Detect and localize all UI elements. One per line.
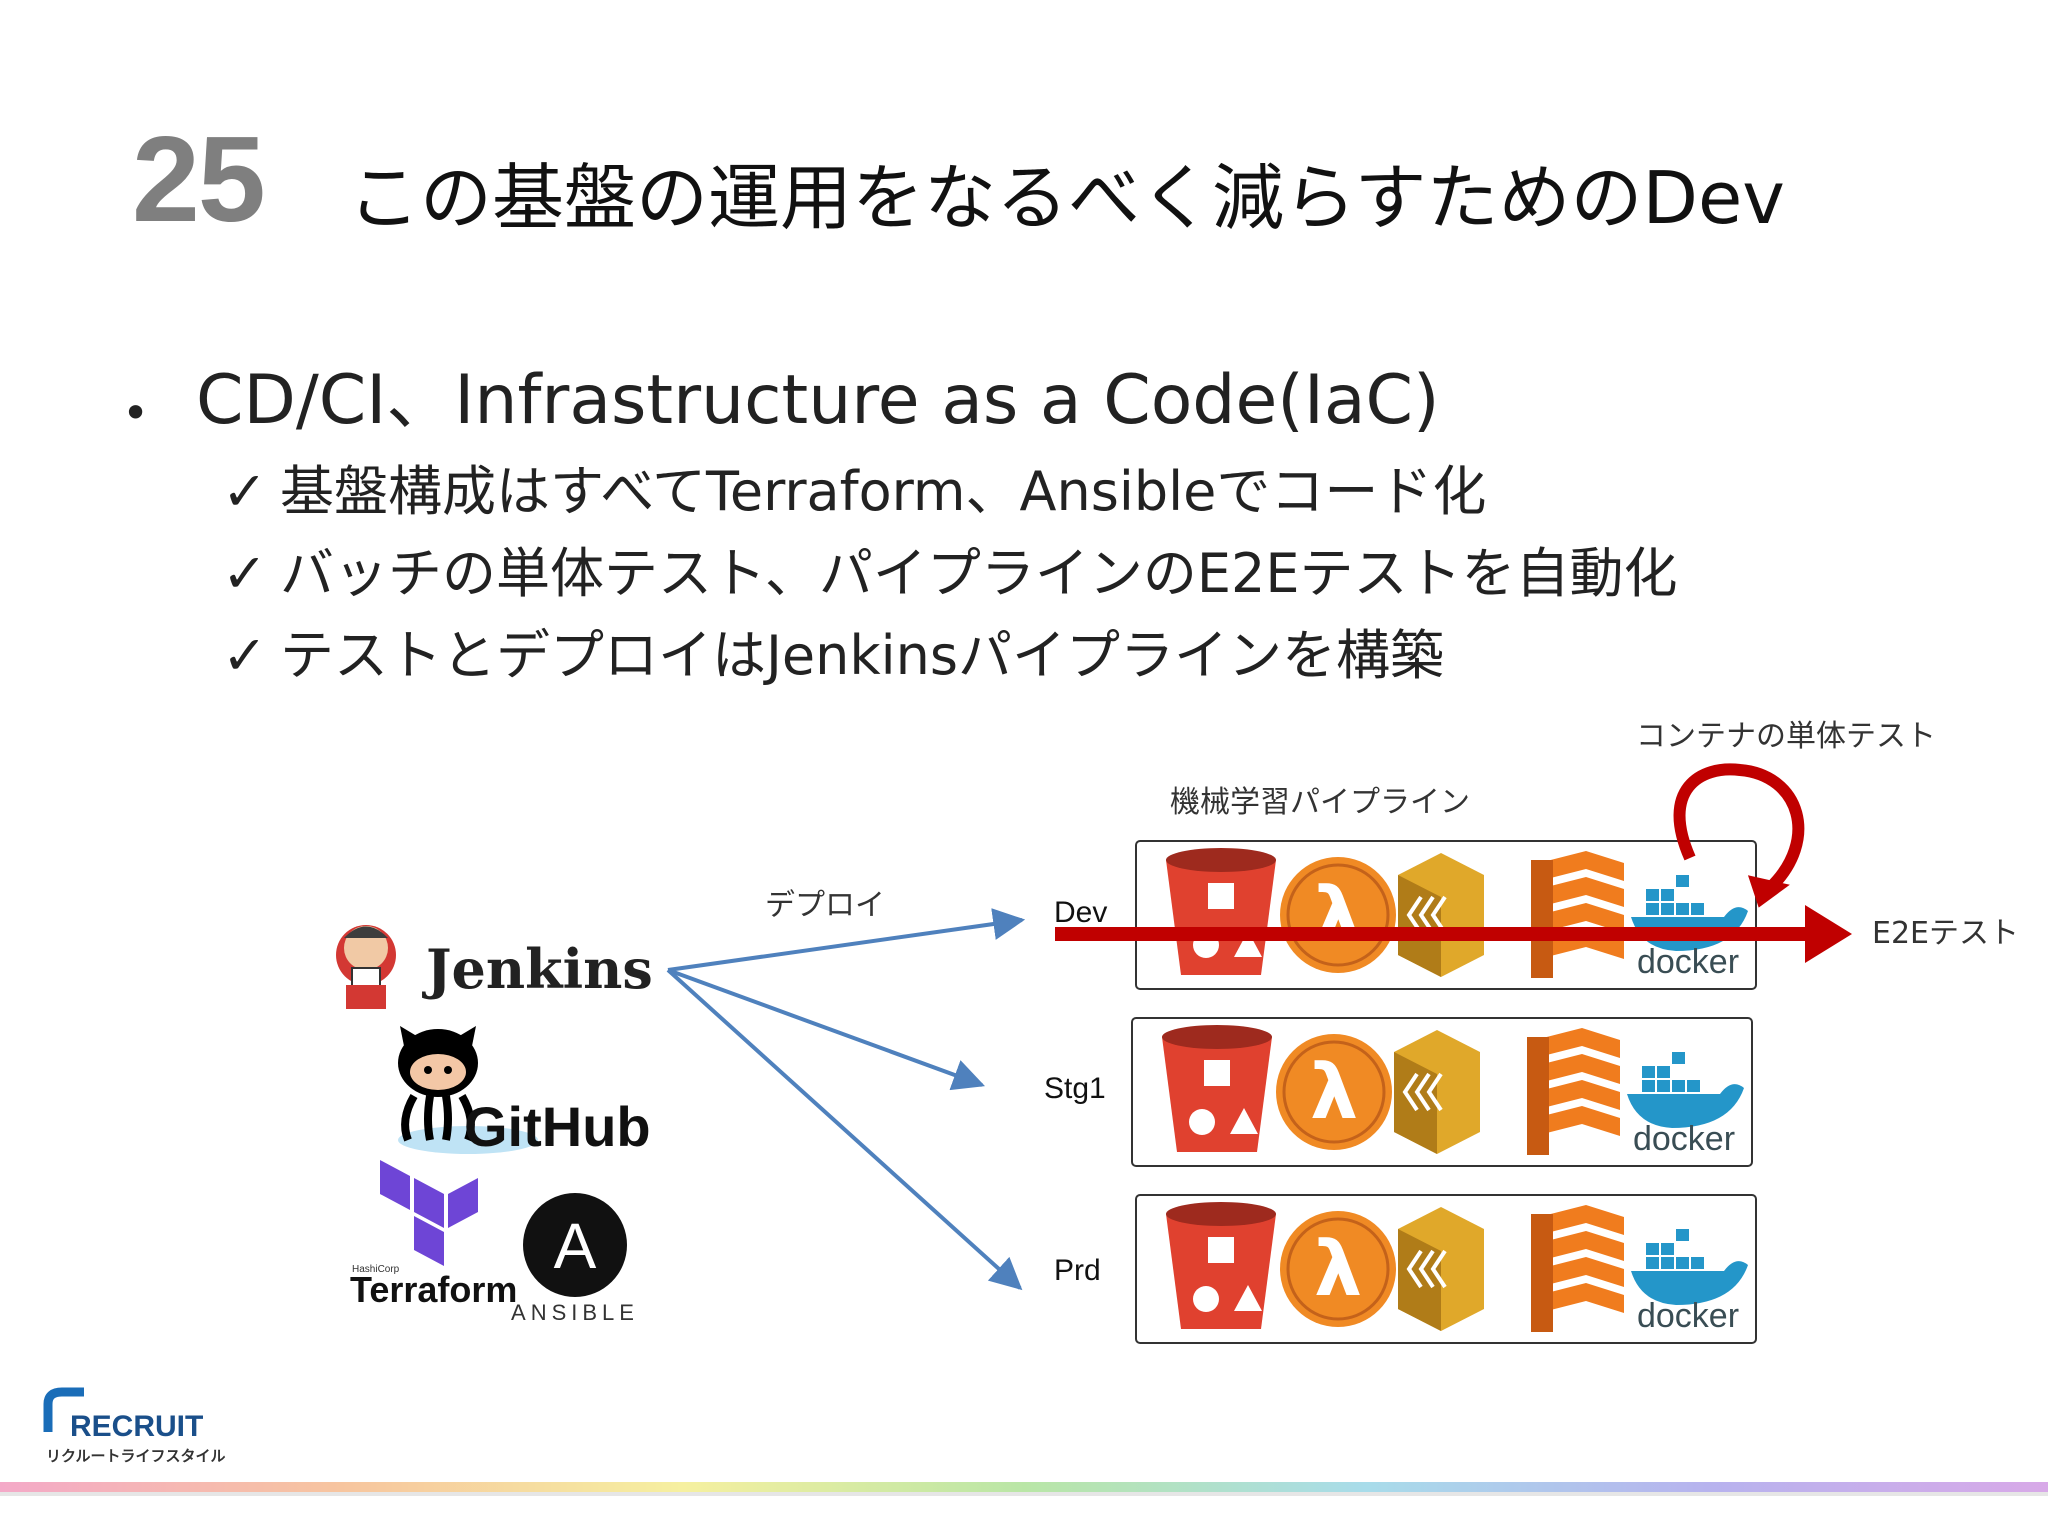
docker-label: docker: [1637, 1297, 1739, 1335]
env-box-stg1: λ docker: [1131, 1017, 1753, 1167]
deploy-arrows: [666, 908, 1026, 1291]
docker-icon: docker: [1631, 1229, 1748, 1335]
lambda-icon: λ: [1280, 1211, 1396, 1327]
environment-boxes: λ docker λ docker λ docker: [1131, 840, 1757, 1344]
jenkins-label: Jenkins: [422, 937, 653, 1001]
bullet-sub-text: 基盤構成はすべてTerraform、Ansibleでコード化: [280, 460, 1487, 523]
arrow-to-prd: [666, 968, 1023, 1291]
ecs-icon: [1531, 1205, 1624, 1332]
terraform-vendor-label: HashiCorp: [352, 1264, 400, 1275]
pipeline-label: 機械学習パイプライン: [1170, 785, 1470, 820]
docker-label: docker: [1633, 1120, 1735, 1158]
bullet-main: CD/CI、Infrastructure as a Code(IaC): [196, 361, 1440, 440]
bullet-dot-icon: •: [122, 386, 150, 440]
e2e-test-arrow: [1055, 905, 1852, 963]
env-label-stg1: Stg1: [1044, 1072, 1106, 1105]
step-functions-icon: [1398, 853, 1484, 977]
lambda-glyph: λ: [1314, 1224, 1362, 1313]
env-box-prd: λ docker: [1135, 1194, 1757, 1344]
lambda-icon: λ: [1276, 1034, 1392, 1150]
check-icon: ✓: [222, 624, 268, 687]
slide-number: 25: [132, 111, 266, 247]
env-label-dev: Dev: [1054, 896, 1107, 929]
octocat-icon: [398, 1026, 538, 1154]
footer-grey-line: [0, 1492, 2048, 1496]
ansible-label: ANSIBLE: [511, 1300, 639, 1325]
ansible-icon: [523, 1193, 627, 1297]
recruit-logo-text: RECRUIT: [70, 1410, 203, 1443]
bullet-sub-item: ✓基盤構成はすべてTerraform、Ansibleでコード化: [222, 460, 1487, 523]
footer-rainbow-line: [0, 1482, 2048, 1492]
lambda-glyph: λ: [1310, 1047, 1358, 1136]
env-box-dev: λ docker: [1135, 840, 1757, 990]
jenkins-logo: Jenkins: [336, 925, 653, 1009]
recruit-logo-icon: [43, 1387, 84, 1432]
github-logo: GitHub: [398, 1026, 651, 1158]
docker-icon: docker: [1627, 1052, 1744, 1158]
recruit-logo: RECRUIT リクルートライフスタイル: [43, 1387, 226, 1465]
bullet-sub-text: テストとデプロイはJenkinsパイプラインを構築: [280, 624, 1445, 687]
s3-bucket-icon: [1166, 1202, 1276, 1329]
ansible-mark: A: [554, 1210, 597, 1282]
check-icon: ✓: [222, 460, 268, 523]
jenkins-butler-icon: [336, 925, 396, 1009]
terraform-icon: [380, 1160, 478, 1266]
unit-test-arrow: [1673, 763, 1805, 908]
bullet-sub-text: バッチの単体テスト、パイプラインのE2Eテストを自動化: [280, 542, 1678, 605]
ansible-logo: A ANSIBLE: [511, 1193, 639, 1325]
arrow-to-stg1: [667, 968, 986, 1091]
s3-bucket-icon: [1162, 1025, 1272, 1152]
github-label: GitHub: [464, 1095, 651, 1158]
unit-test-label: コンテナの単体テスト: [1636, 719, 1936, 754]
docker-label: docker: [1637, 943, 1739, 981]
terraform-logo: HashiCorp Terraform: [350, 1160, 517, 1310]
step-functions-icon: [1394, 1030, 1480, 1154]
lambda-glyph: λ: [1314, 870, 1362, 959]
terraform-label: Terraform: [350, 1269, 517, 1310]
s3-bucket-icon: [1166, 848, 1276, 975]
step-functions-icon: [1398, 1207, 1484, 1331]
arrow-to-dev: [667, 908, 1026, 972]
deploy-label: デプロイ: [765, 888, 885, 923]
recruit-sublogo-text: リクルートライフスタイル: [46, 1447, 226, 1465]
ecs-icon: [1527, 1028, 1620, 1155]
bullet-sub-item: ✓バッチの単体テスト、パイプラインのE2Eテストを自動化: [222, 542, 1678, 605]
e2e-test-label: E2Eテスト: [1872, 916, 2019, 951]
bullet-sub-item: ✓テストとデプロイはJenkinsパイプラインを構築: [222, 624, 1445, 687]
check-icon: ✓: [222, 542, 268, 605]
slide-title: この基盤の運用をなるべく減らすためのDev: [348, 156, 1785, 240]
env-label-prd: Prd: [1054, 1254, 1101, 1287]
lambda-icon: λ: [1280, 857, 1396, 973]
